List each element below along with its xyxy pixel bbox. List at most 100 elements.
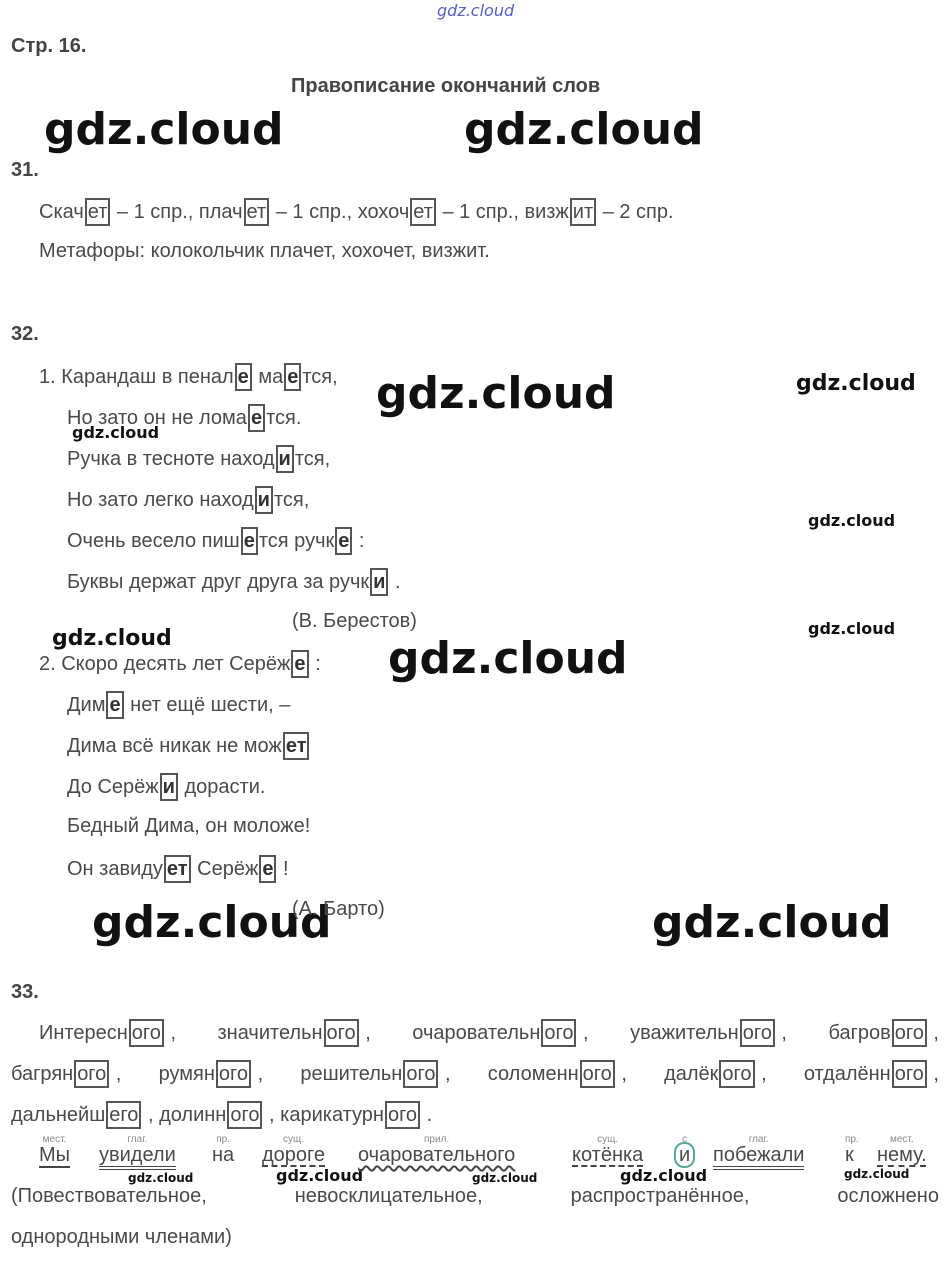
- part-of-speech-label: сущ.: [597, 1134, 619, 1145]
- text: тся,: [302, 366, 338, 388]
- watermark-top: gdz.cloud: [437, 1, 515, 20]
- description-word: распространённое,: [570, 1185, 750, 1207]
- text: Он завиду: [67, 858, 163, 880]
- sentence-word: сущ.дороге: [262, 1135, 326, 1167]
- text: .: [421, 1104, 433, 1126]
- text: ,: [263, 1104, 281, 1126]
- watermark: gdz.cloud: [72, 423, 160, 442]
- ending-box: и: [370, 568, 389, 596]
- text: ,: [359, 1022, 371, 1044]
- ending-box: е: [106, 691, 124, 719]
- word: нему.: [877, 1144, 927, 1166]
- description-word: (Повествовательное,: [11, 1185, 207, 1207]
- sentence-word: глаг.побежали: [713, 1135, 805, 1170]
- ending-box: е: [234, 363, 252, 391]
- text: – 1 спр.,: [436, 201, 525, 223]
- text: Но зато легко наход: [67, 489, 254, 511]
- text: Серёж: [191, 858, 259, 880]
- ending-box: е: [291, 650, 309, 678]
- word-stem: карикатурн: [280, 1104, 384, 1126]
- word-stem: багрян: [11, 1063, 74, 1085]
- sentence-word: прил.очаровательного: [358, 1135, 516, 1167]
- ending-box: ого: [74, 1060, 110, 1088]
- ending-box: и: [254, 486, 273, 514]
- sentence-word: мест.нему.: [877, 1135, 927, 1167]
- text: Буквы держат друг друга за ручк: [67, 571, 370, 593]
- ending-box: ого: [579, 1060, 615, 1088]
- word: побежали: [713, 1144, 805, 1170]
- exercise-31-number: 31.: [11, 159, 39, 181]
- watermark: gdz.cloud: [128, 1171, 194, 1185]
- ending-box: ет: [243, 198, 270, 226]
- ending-box: ого: [541, 1019, 577, 1047]
- word-stem: решительн: [300, 1063, 403, 1085]
- word: очаровательного: [358, 1144, 516, 1166]
- watermark: gdz.cloud: [620, 1166, 708, 1185]
- text: – 1 спр.,: [270, 201, 358, 223]
- text: ,: [110, 1063, 122, 1085]
- exercise-32-number: 32.: [11, 323, 39, 345]
- text: ,: [164, 1022, 177, 1044]
- text: ,: [775, 1022, 787, 1044]
- text: ,: [142, 1104, 160, 1126]
- word-stem: багров: [828, 1022, 891, 1044]
- ending-box: е: [259, 855, 277, 883]
- page-label: Стр. 16.: [11, 35, 87, 57]
- text: тся,: [273, 489, 310, 511]
- watermark: gdz.cloud: [808, 619, 896, 638]
- exercise-33-number: 33.: [11, 981, 39, 1003]
- ending-box: ого: [227, 1101, 263, 1129]
- text: ,: [615, 1063, 627, 1085]
- sentence-description-line-2: однородными членами): [11, 1226, 232, 1248]
- text: тся.: [266, 407, 302, 429]
- word-stem: визж: [524, 201, 569, 223]
- text: ,: [927, 1063, 939, 1085]
- text: Очень весело пиш: [67, 530, 240, 552]
- sentence-description-line-1: (Повествовательное,невосклицательное,рас…: [11, 1184, 939, 1208]
- ending-box: ого: [403, 1060, 439, 1088]
- poem-line: Бедный Дима, он моложе!: [67, 814, 310, 838]
- ending-box: и: [275, 445, 294, 473]
- ending-box: ого: [891, 1019, 927, 1047]
- text: ,: [755, 1063, 767, 1085]
- exercise-31-line-2: Метафоры: колокольчик плачет, хохочет, в…: [39, 240, 490, 262]
- ending-box: е: [240, 527, 258, 555]
- word-stem: плач: [198, 201, 243, 223]
- word: дороге: [262, 1144, 326, 1166]
- word: и: [674, 1142, 696, 1168]
- text: Дима всё никак не мож: [67, 735, 282, 757]
- text: тся,: [294, 448, 331, 470]
- watermark: gdz.cloud: [844, 1167, 910, 1181]
- watermark: gdz.cloud: [92, 897, 332, 948]
- text: Бедный Дима, он моложе!: [67, 815, 311, 837]
- text: :: [309, 653, 321, 675]
- poem-1-author: (В. Берестов): [292, 610, 417, 632]
- ending-box: ого: [323, 1019, 359, 1047]
- text: .: [389, 571, 401, 593]
- word-stem: хохоч: [357, 201, 410, 223]
- sentence-word: мест.Мы: [39, 1135, 71, 1168]
- text: 1. Карандаш в пенал: [39, 366, 234, 388]
- text: 2. Скоро десять лет Серёж: [39, 653, 291, 675]
- word-stem: уважительн: [630, 1022, 739, 1044]
- word: Мы: [39, 1144, 71, 1168]
- text: ,: [439, 1063, 451, 1085]
- part-of-speech-label: прил.: [424, 1134, 450, 1145]
- watermark: gdz.cloud: [388, 633, 628, 684]
- watermark: gdz.cloud: [808, 511, 896, 530]
